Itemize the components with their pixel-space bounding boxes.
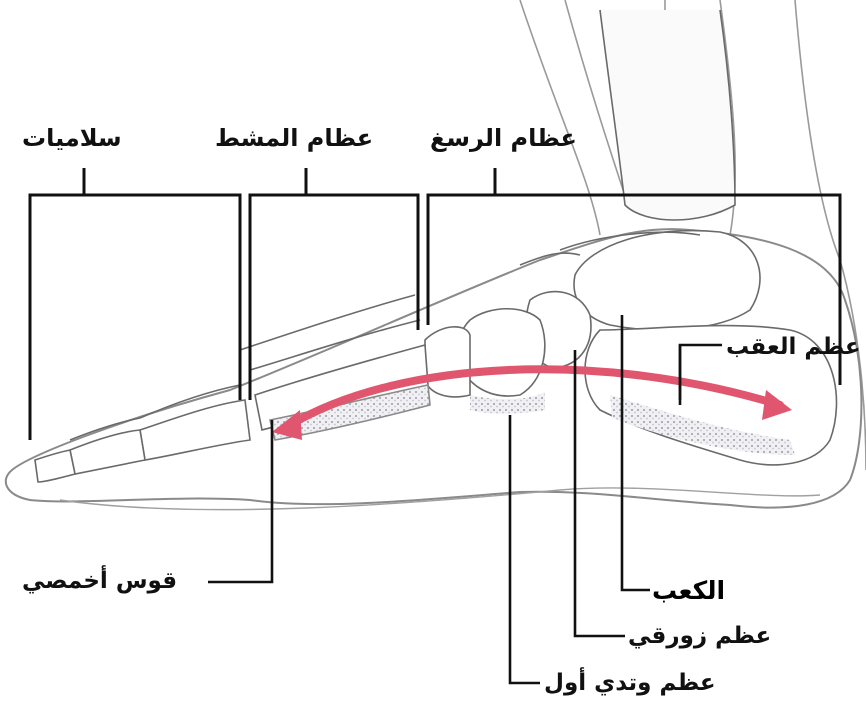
cuneiform-bone — [459, 309, 545, 396]
phalanges-label: سلاميات — [22, 126, 122, 150]
talus-bone — [574, 231, 760, 330]
talus-label: الكعب — [652, 578, 725, 603]
navicular-label: عظم زورقي — [628, 625, 771, 648]
tarsals-label: عظام الرسغ — [430, 126, 577, 150]
phalanx-bone — [140, 400, 250, 460]
calcaneus-label: عظم العقب — [726, 336, 861, 359]
first-cuneiform-label: عظم وتدي أول — [544, 672, 716, 695]
tibia-bone — [600, 10, 735, 220]
metatarsals-label: عظام المشط — [215, 126, 373, 150]
medial-arch-label: قوس أخمصي — [22, 570, 177, 593]
phalanges-bracket — [30, 195, 240, 440]
bones — [35, 10, 837, 482]
cuneiform-leader — [510, 415, 540, 683]
